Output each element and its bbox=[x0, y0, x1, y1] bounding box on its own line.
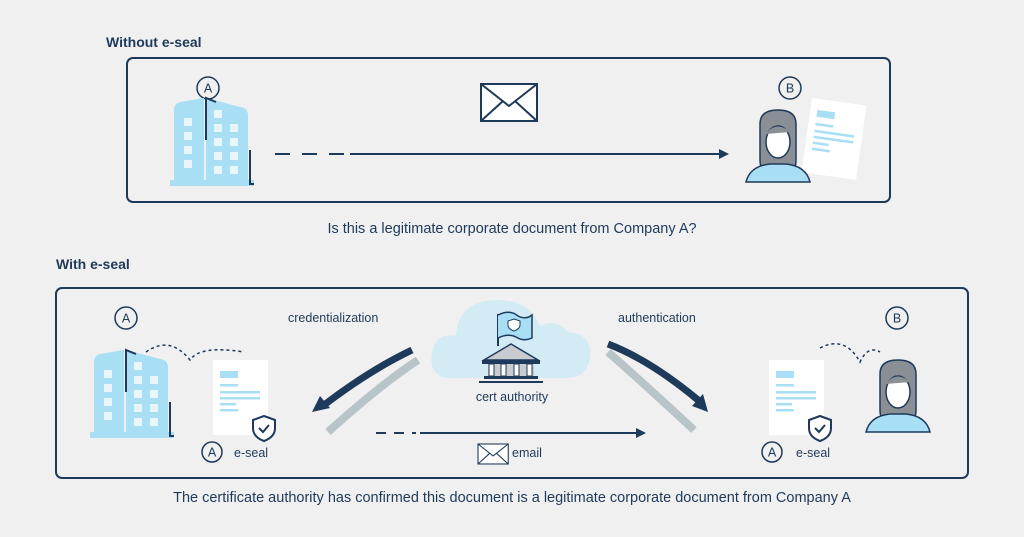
shield-check-icon bbox=[252, 415, 276, 442]
envelope-icon bbox=[477, 443, 509, 465]
shield-check-icon bbox=[808, 415, 832, 442]
cert-authority-building-icon bbox=[479, 311, 543, 383]
envelope-icon bbox=[480, 83, 538, 122]
question-text: Is this a legitimate corporate document … bbox=[327, 221, 696, 237]
company-building-icon bbox=[169, 97, 255, 187]
section-title-without: Without e-seal bbox=[106, 34, 202, 50]
svg-text:A: A bbox=[208, 446, 217, 460]
dashed-connector bbox=[145, 344, 245, 362]
authentication-label: authentication bbox=[618, 311, 696, 325]
e-seal-badge-left: A e-seal bbox=[201, 441, 268, 463]
cert-authority-label: cert authority bbox=[476, 390, 549, 404]
e-seal-badge-right: A e-seal bbox=[761, 441, 830, 463]
email-label: email bbox=[512, 446, 542, 460]
svg-text:B: B bbox=[893, 312, 901, 326]
section-title-with: With e-seal bbox=[56, 256, 130, 272]
dashed-connector bbox=[819, 343, 881, 364]
confirmation-caption: The certificate authority has confirmed … bbox=[173, 490, 851, 506]
with-box bbox=[55, 287, 969, 479]
svg-text:e-seal: e-seal bbox=[234, 446, 268, 460]
party-a-badge: A bbox=[196, 76, 220, 100]
svg-text:e-seal: e-seal bbox=[796, 446, 830, 460]
document-icon bbox=[801, 98, 867, 180]
credentialization-label: credentialization bbox=[288, 311, 378, 325]
recipient-person-icon bbox=[745, 109, 811, 183]
svg-text:A: A bbox=[768, 446, 777, 460]
svg-text:A: A bbox=[122, 312, 131, 326]
party-a-badge: A bbox=[114, 306, 138, 330]
party-b-badge: B bbox=[778, 76, 802, 100]
party-b-badge: B bbox=[885, 306, 909, 330]
svg-text:A: A bbox=[204, 82, 213, 96]
credentialization-arrow bbox=[312, 346, 421, 435]
svg-text:B: B bbox=[786, 82, 794, 96]
company-building-icon bbox=[89, 349, 175, 439]
cloud-icon bbox=[431, 300, 591, 378]
authentication-arrow bbox=[605, 340, 708, 433]
recipient-person-icon bbox=[865, 359, 931, 433]
without-box bbox=[126, 57, 891, 203]
